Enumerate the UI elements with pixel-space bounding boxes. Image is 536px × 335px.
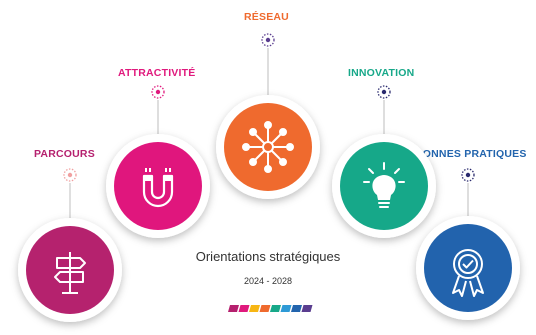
network-icon	[242, 121, 294, 173]
color-strip-segment	[238, 305, 250, 312]
circle-attractivite	[106, 134, 210, 238]
award-ribbon-icon	[452, 249, 484, 297]
label-parcours: PARCOURS	[34, 148, 95, 160]
color-strip-segment	[259, 305, 271, 312]
marker-attractivite	[151, 85, 165, 99]
color-strip-segment	[280, 305, 292, 312]
circle-reseau	[216, 95, 320, 199]
color-strip-segment	[270, 305, 281, 312]
label-bonnes-pratiques: BONNES PRATIQUES	[415, 148, 527, 160]
label-attractivite: ATTRACTIVITÉ	[118, 67, 196, 79]
marker-parcours	[63, 168, 77, 182]
center-years: 2024 - 2028	[243, 276, 293, 286]
lightbulb-icon	[363, 162, 405, 208]
center-title: Orientations stratégiques	[195, 249, 341, 264]
marker-reseau	[261, 33, 275, 47]
magnet-icon	[142, 168, 174, 208]
marker-innovation	[377, 85, 391, 99]
color-strip-segment	[249, 305, 260, 312]
label-reseau: RÉSEAU	[244, 11, 289, 23]
color-strip-segment	[228, 305, 239, 312]
color-strip-segment	[301, 305, 313, 312]
signpost-icon	[54, 252, 86, 294]
color-strip	[228, 305, 313, 312]
marker-bonnes-pratiques	[461, 168, 475, 182]
color-strip-segment	[291, 305, 302, 312]
label-innovation: INNOVATION	[348, 67, 415, 79]
